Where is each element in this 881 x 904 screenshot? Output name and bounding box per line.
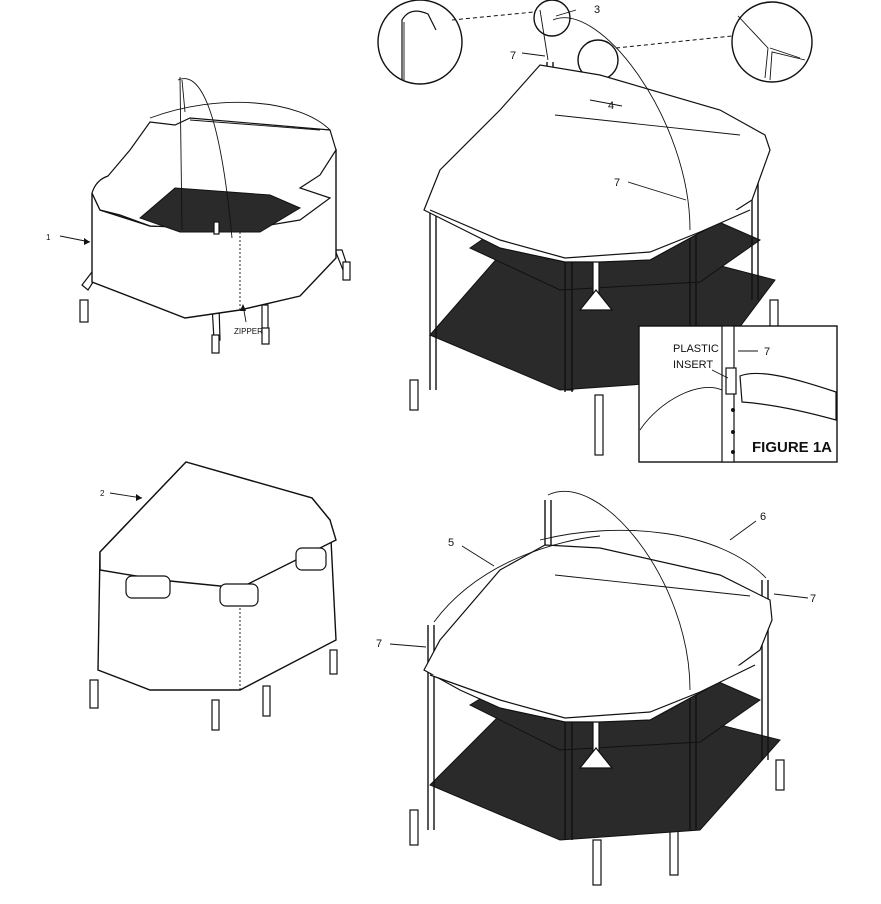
- panel-covered-frame: [59, 76, 351, 354]
- figure-1a-title: FIGURE 1A: [752, 439, 832, 456]
- label-insert: INSERT: [673, 359, 713, 371]
- label-part-3: 3: [594, 4, 600, 16]
- label-part-2: 2: [100, 489, 105, 498]
- panel-top-cover: [89, 461, 338, 731]
- label-part-4: 4: [608, 100, 614, 112]
- panel-frame-complete: [389, 491, 809, 886]
- label-part-7a: 7: [510, 50, 516, 62]
- label-part-7b: 7: [614, 177, 620, 189]
- label-part-7c: 7: [764, 346, 770, 358]
- label-zipper: ZIPPER: [234, 327, 263, 336]
- label-plastic: PLASTIC: [673, 343, 719, 355]
- label-part-7d: 7: [810, 593, 816, 605]
- label-part-7e: 7: [376, 638, 382, 650]
- panel-frame-with-arch: [377, 0, 838, 463]
- label-part-1: 1: [46, 233, 51, 242]
- label-part-5: 5: [448, 537, 454, 549]
- label-part-6: 6: [760, 511, 766, 523]
